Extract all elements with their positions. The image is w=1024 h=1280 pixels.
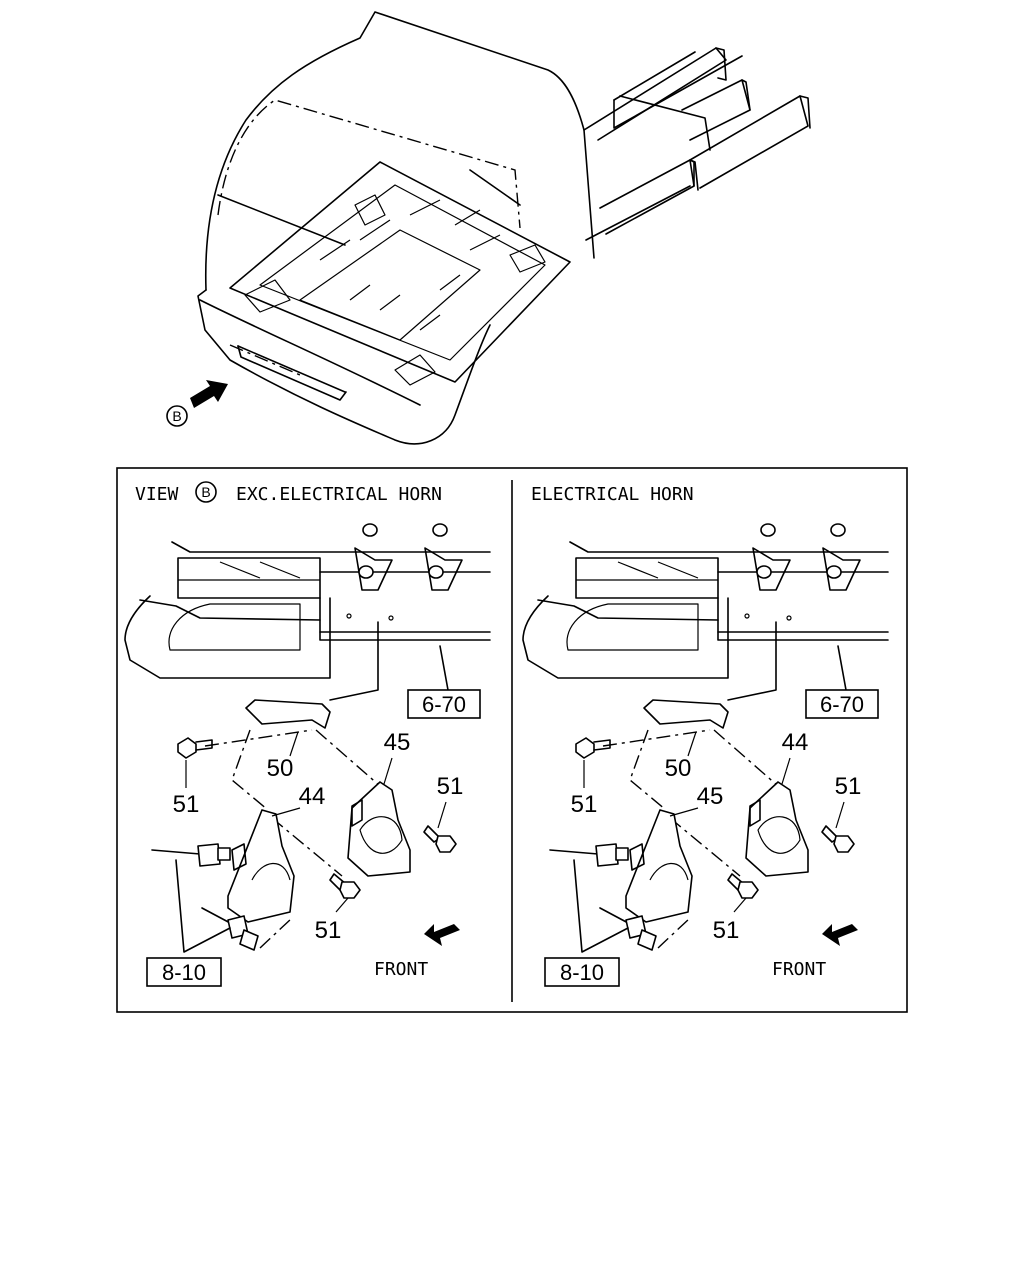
left-title: EXC.ELECTRICAL HORN — [236, 484, 442, 505]
view-marker-circle — [166, 405, 188, 427]
right-connector-upper — [549, 843, 629, 867]
left-front-arrow-icon — [424, 924, 460, 946]
truck-cab-overview: B — [166, 11, 811, 445]
left-callout-bracket: 50 — [267, 755, 294, 782]
right-ref-box-bottom — [544, 957, 620, 987]
left-title-marker-circle — [195, 481, 217, 503]
right-callout-bolt-center: 51 — [713, 917, 740, 944]
right-ref-label-top: 6-70 — [820, 692, 864, 717]
left-callout-bolt-center: 51 — [315, 917, 342, 944]
left-bolt-left — [177, 737, 213, 759]
left-title-marker: B — [201, 484, 210, 500]
right-bracket — [643, 699, 729, 729]
left-connector-upper — [151, 843, 231, 867]
right-callout-horn-high: 44 — [782, 729, 809, 756]
left-bracket — [245, 699, 331, 729]
left-horn-low — [227, 809, 295, 923]
right-ref-box-top — [805, 689, 879, 719]
right-connector-lower — [599, 907, 657, 951]
right-ref-label-bottom: 8-10 — [560, 960, 604, 985]
right-horn-low — [625, 809, 693, 923]
left-ref-label-top: 6-70 — [422, 692, 466, 717]
right-horn-high — [745, 781, 809, 877]
left-callout-bolt-left: 51 — [173, 791, 200, 818]
right-title: ELECTRICAL HORN — [531, 484, 694, 505]
left-ref-box-bottom — [146, 957, 222, 987]
right-bolt-right — [821, 825, 855, 853]
left-callout-horn-high: 45 — [384, 729, 411, 756]
right-bolt-center — [727, 873, 759, 899]
left-ref-box-top — [407, 689, 481, 719]
view-marker-label: B — [172, 408, 181, 424]
right-panel: ELECTRICAL HORN 6-70 — [522, 484, 889, 987]
left-callout-bolt-right: 51 — [437, 773, 464, 800]
right-callout-horn-low: 45 — [697, 783, 724, 810]
view-arrow-icon — [190, 380, 228, 408]
right-body-section — [522, 523, 889, 701]
left-callout-horn-low: 44 — [299, 783, 326, 810]
detail-frame — [116, 467, 908, 1013]
right-callout-bolt-left: 51 — [571, 791, 598, 818]
right-callout-bolt-right: 51 — [835, 773, 862, 800]
left-panel: VIEW B EXC.ELECTRICAL HORN — [124, 481, 491, 987]
right-bolt-left — [575, 737, 611, 759]
right-front-label: FRONT — [772, 959, 826, 980]
left-front-label: FRONT — [374, 959, 428, 980]
right-callout-bracket: 50 — [665, 755, 692, 782]
left-horn-high — [347, 781, 411, 877]
left-body-section — [124, 523, 491, 701]
left-bolt-center — [329, 873, 361, 899]
right-front-arrow-icon — [822, 924, 858, 946]
left-ref-label-bottom: 8-10 — [162, 960, 206, 985]
left-title-prefix: VIEW — [135, 484, 179, 505]
left-bolt-right — [423, 825, 457, 853]
left-connector-lower — [201, 907, 259, 951]
